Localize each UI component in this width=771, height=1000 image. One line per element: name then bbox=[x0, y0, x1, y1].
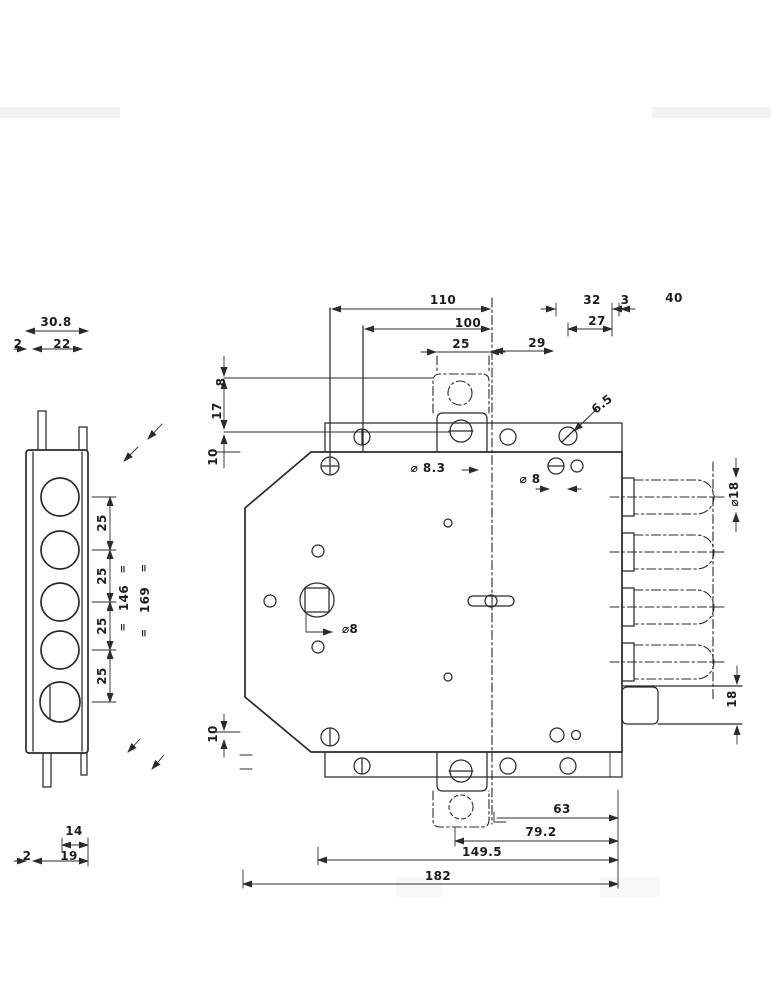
top-rod-stub bbox=[78, 426, 88, 451]
cylinder-hole bbox=[39, 681, 81, 723]
bolt-hole-4 bbox=[40, 630, 80, 670]
cylinder-cam-slot bbox=[467, 594, 515, 608]
side-view-top-dimension-lines bbox=[13, 327, 89, 353]
fixing-screw-bottom-left bbox=[320, 727, 340, 747]
top-rod-hole bbox=[447, 380, 473, 406]
front-view-lock-case bbox=[244, 297, 743, 828]
top-rail-screws bbox=[353, 426, 578, 446]
bolt-hole-3 bbox=[40, 582, 80, 622]
fixing-screw-top-left bbox=[320, 456, 340, 476]
latch-bolt bbox=[621, 685, 743, 725]
top-rail bbox=[324, 422, 623, 453]
case-holes bbox=[263, 518, 582, 743]
bottom-rod-plate bbox=[432, 790, 490, 828]
bottom-tab bbox=[436, 751, 488, 792]
top-rod-plate bbox=[432, 373, 490, 414]
side-view-pitch-dimension-lines bbox=[91, 496, 117, 703]
side-view-leader-arrows bbox=[123, 423, 165, 770]
deadbolt-thrown-1 bbox=[633, 479, 715, 515]
bolt-hole-1 bbox=[40, 477, 80, 517]
deadbolt-thrown-4 bbox=[633, 644, 715, 680]
deadbolt-thrown-3 bbox=[633, 589, 715, 625]
side-view-bottom-dimension-lines bbox=[13, 837, 89, 867]
watermark-remnant bbox=[652, 107, 771, 118]
top-tab bbox=[436, 412, 488, 453]
side-view-faceplate bbox=[13, 327, 165, 867]
top-rod-stub bbox=[37, 410, 47, 451]
deadbolt-thrown-2 bbox=[633, 534, 715, 570]
bottom-rod-stub bbox=[42, 752, 52, 788]
bolt-hole-2 bbox=[40, 530, 80, 570]
deadbolts bbox=[609, 461, 725, 701]
watermark-remnant bbox=[0, 107, 120, 118]
bottom-rod-hole bbox=[448, 794, 474, 820]
bottom-rail-screws bbox=[353, 757, 577, 775]
lock-body-outline bbox=[244, 451, 623, 753]
front-view-dimension-lines bbox=[215, 302, 741, 889]
screw-pair-right bbox=[547, 457, 584, 475]
bottom-rail bbox=[324, 751, 623, 778]
bottom-rod-stub bbox=[80, 752, 88, 776]
spindle-follower bbox=[299, 582, 335, 636]
